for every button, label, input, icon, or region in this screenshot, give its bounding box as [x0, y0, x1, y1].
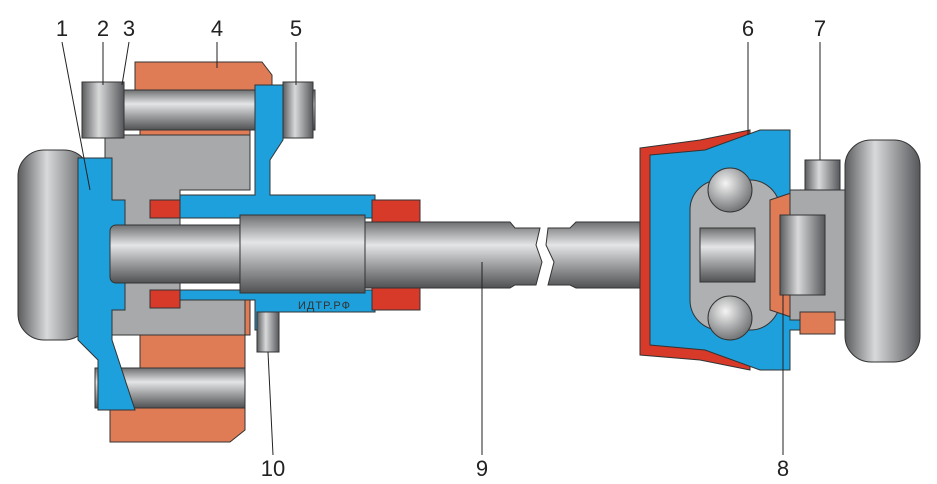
left-seal-top: [149, 199, 181, 219]
callout-4: 4: [210, 16, 224, 41]
nut-5: [282, 81, 314, 139]
pin-10: [256, 311, 280, 353]
hub-flange: [77, 157, 136, 411]
nut-2: [81, 81, 125, 139]
cv-ball-bottom: [707, 295, 753, 341]
right-wheel-hub: [844, 139, 921, 363]
callout-5: 5: [289, 16, 303, 41]
callout-7: 7: [813, 16, 827, 41]
watermark: ИДТР.РФ: [298, 300, 351, 312]
bolt-lower-right: [799, 311, 836, 335]
bolt-7: [804, 159, 841, 191]
callout-9: 9: [475, 456, 489, 481]
shaft-9-left: [364, 221, 543, 289]
inner-stub-shaft: [109, 224, 251, 284]
hub-nut: [779, 214, 826, 296]
splined-shaft: [239, 214, 366, 294]
cv-spline: [699, 227, 756, 283]
callout-6: 6: [741, 16, 755, 41]
callout-2: 2: [96, 16, 110, 41]
callout-1: 1: [55, 16, 69, 41]
leader-lines: [61, 41, 821, 456]
cv-ball-top: [707, 167, 753, 213]
callout-10: 10: [260, 456, 286, 481]
callout-3: 3: [122, 16, 136, 41]
left-seal-bottom: [149, 289, 181, 309]
callout-8: 8: [776, 456, 790, 481]
